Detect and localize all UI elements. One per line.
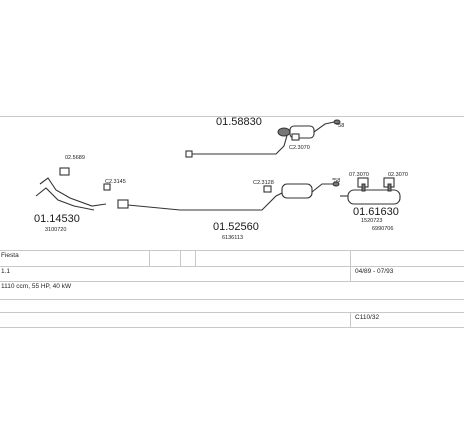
row-divider (0, 266, 464, 267)
front-pipe-assembly (35, 167, 129, 211)
row-divider (0, 299, 464, 300)
centre-pipe (127, 191, 285, 211)
row-divider (0, 250, 464, 251)
upper-outlet-pipe (313, 121, 335, 133)
rear-mount-left (361, 183, 366, 192)
part-number-label: 01.58830 (216, 116, 262, 128)
column-divider (149, 250, 150, 266)
part-number-label: 02.5689 (65, 155, 85, 161)
centre-outlet-pipe (311, 183, 334, 193)
centre-silencer (281, 183, 313, 199)
centre-pipe-assembly (127, 181, 340, 211)
model-variant: 1.1 (1, 268, 11, 275)
upper-hanger-rubber (291, 133, 300, 141)
row-divider (0, 281, 464, 282)
kit-code: C110/32 (355, 314, 380, 321)
part-number-label: 6136113 (222, 235, 243, 241)
front-clamp (117, 199, 129, 209)
model-name: Fiesta (1, 252, 19, 259)
column-divider (195, 250, 196, 266)
front-downpipe (39, 177, 107, 207)
part-number-label: *58 (336, 123, 344, 129)
rear-silencer-box (347, 189, 401, 205)
part-number-label: 02.3070 (388, 172, 408, 178)
tail-pipe-upper (188, 131, 289, 155)
part-number-label: C2.3145 (105, 179, 126, 185)
centre-flange (332, 181, 340, 187)
row-divider (0, 327, 464, 328)
part-number-label: C2.3128 (253, 180, 274, 186)
rear-silencer-assembly (340, 177, 401, 205)
row-divider (0, 116, 464, 117)
front-flange-gasket (59, 167, 70, 176)
part-number-label: 07.3070 (349, 172, 369, 178)
front-bracket (103, 183, 111, 191)
upper-flange (277, 127, 291, 137)
production-date-range: 04/89 - 07/93 (355, 268, 394, 275)
part-number-label: C2.3070 (289, 145, 310, 151)
upper-pipe-clamp (185, 150, 193, 158)
part-number-label: 3100720 (45, 227, 66, 233)
part-number-label: 01.52560 (213, 221, 259, 233)
engine-spec: 1110 ccm, 55 HP, 40 kW (1, 283, 72, 290)
front-downpipe-secondary (35, 187, 95, 211)
centre-hanger-rubber (263, 185, 272, 193)
part-number-label: 01.61630 (353, 206, 399, 218)
part-number-label: 1520723 (361, 218, 382, 224)
rear-mount-right (387, 183, 392, 192)
part-number-label: 01.14530 (34, 213, 80, 225)
column-divider (180, 250, 181, 266)
column-divider (350, 312, 351, 327)
row-divider (0, 312, 464, 313)
part-number-label: *58 (332, 178, 340, 184)
column-divider (350, 250, 351, 281)
part-number-label: 6990706 (372, 226, 393, 232)
upper-tail-tip (333, 119, 341, 125)
rear-silencer-upper-assembly (185, 119, 341, 158)
